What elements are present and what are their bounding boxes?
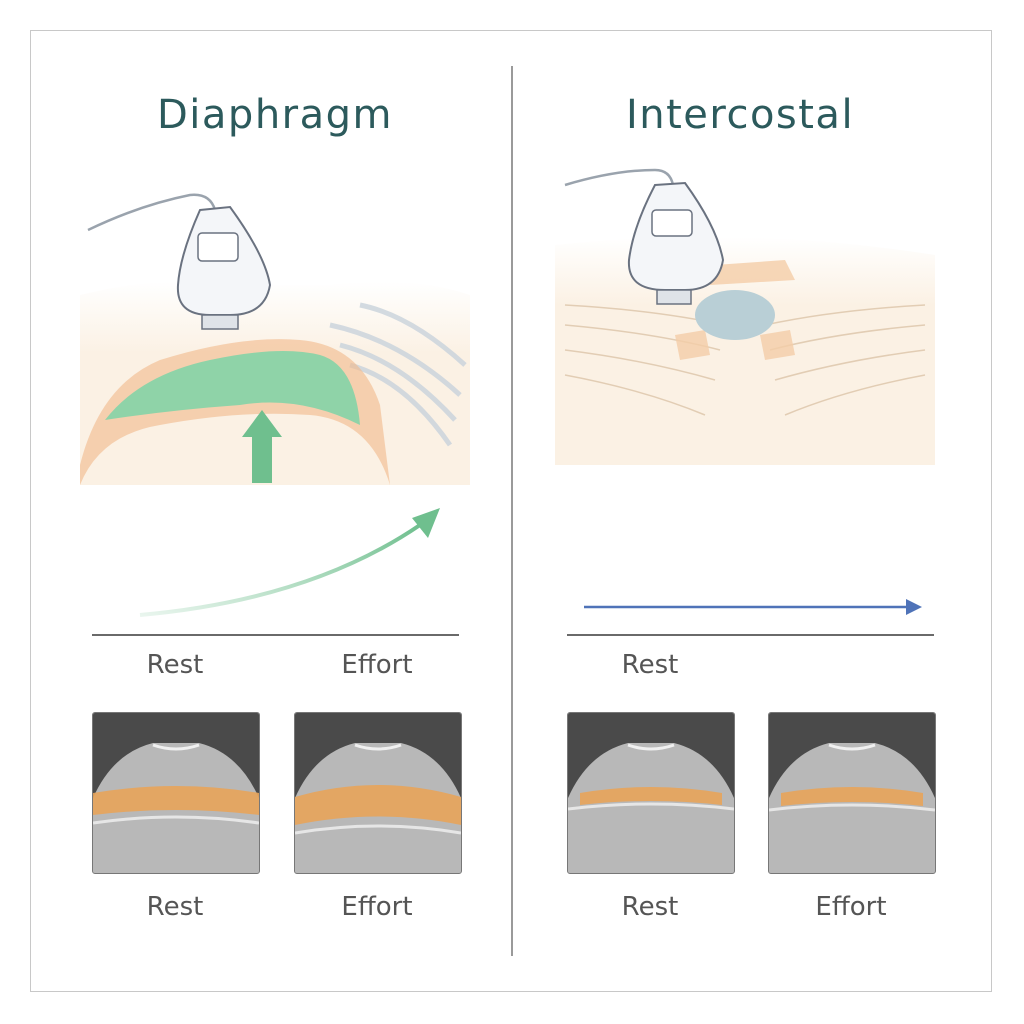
intercostal-illustration <box>555 168 935 465</box>
right-trend-arrow <box>584 599 922 615</box>
left-divider-line <box>92 634 459 636</box>
right-panel-title: Intercostal <box>625 92 855 138</box>
flat-arrow-icon <box>906 599 922 615</box>
diaphragm-muscle <box>105 351 360 425</box>
abdomen-tissue <box>80 413 390 485</box>
tissue-background <box>555 237 935 465</box>
probe-cable <box>564 168 675 187</box>
left-ultrasound-effort <box>294 712 462 874</box>
right-top-label-rest: Rest <box>621 650 679 680</box>
increase-arrow-icon <box>412 508 440 538</box>
left-trend-arrow <box>139 508 440 617</box>
right-ultrasound-rest <box>567 712 735 874</box>
diaphragm-illustration <box>80 193 470 485</box>
probe-cable <box>87 193 217 232</box>
left-top-label-rest: Rest <box>146 650 204 680</box>
left-bottom-label-rest: Rest <box>146 892 204 922</box>
ribs <box>329 302 467 447</box>
intercostal-space <box>695 290 775 340</box>
right-bottom-label-effort: Effort <box>815 892 887 922</box>
left-top-label-effort: Effort <box>341 650 413 680</box>
right-ultrasound-effort <box>768 712 936 874</box>
arrow-up-icon <box>242 410 282 437</box>
arrow-shaft <box>252 433 272 483</box>
left-panel-title: Diaphragm <box>157 92 393 138</box>
right-divider-line <box>567 634 934 636</box>
left-bottom-label-effort: Effort <box>341 892 413 922</box>
left-ultrasound-rest <box>92 712 260 874</box>
right-bottom-label-rest: Rest <box>621 892 679 922</box>
panel-divider <box>511 66 513 956</box>
